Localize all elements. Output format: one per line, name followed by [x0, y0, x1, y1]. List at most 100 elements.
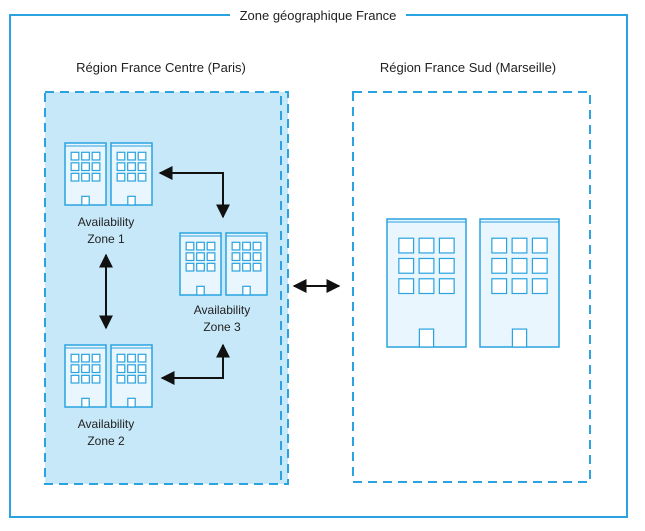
- window-icon: [91, 364, 101, 374]
- window-icon: [242, 252, 251, 262]
- window-icon: [231, 241, 241, 251]
- window-icon: [81, 162, 90, 172]
- window-icon: [81, 374, 90, 384]
- region-central-title: Région France Centre (Paris): [76, 60, 246, 75]
- geo-zone-title: Zone géographique France: [240, 8, 397, 23]
- window-icon: [127, 353, 136, 363]
- window-icon: [127, 172, 136, 182]
- window-icon: [196, 252, 205, 262]
- door-icon: [81, 397, 90, 408]
- window-icon: [70, 374, 80, 384]
- window-icon: [91, 374, 101, 384]
- window-icon: [438, 278, 455, 295]
- region-south-title: Région France Sud (Marseille): [380, 60, 556, 75]
- window-icon: [127, 151, 136, 161]
- window-icon: [116, 353, 126, 363]
- window-icon: [196, 262, 205, 272]
- window-icon: [231, 252, 241, 262]
- window-icon: [242, 241, 251, 251]
- window-icon: [252, 262, 262, 272]
- window-icon: [511, 237, 528, 254]
- window-icon: [242, 262, 251, 272]
- zone-1-building-2-icon: [110, 142, 153, 206]
- zone-1-label-line2: Zone 1: [87, 232, 125, 246]
- zone-2-label-line2: Zone 2: [87, 434, 125, 448]
- zone-3-label-line1: Availability: [194, 303, 250, 317]
- zone-3-building-2-icon: [225, 232, 268, 296]
- window-icon: [398, 257, 415, 274]
- window-icon: [418, 257, 435, 274]
- zone-2-label-line1: Availability: [78, 417, 134, 431]
- window-icon: [511, 257, 528, 274]
- window-icon: [81, 151, 90, 161]
- window-icon: [137, 353, 147, 363]
- window-icon: [81, 353, 90, 363]
- door-icon: [418, 328, 435, 348]
- window-icon: [231, 262, 241, 272]
- window-icon: [531, 237, 548, 254]
- window-icon: [137, 172, 147, 182]
- window-icon: [91, 353, 101, 363]
- window-icon: [91, 151, 101, 161]
- window-icon: [206, 241, 216, 251]
- window-icon: [81, 364, 90, 374]
- door-icon: [196, 285, 205, 296]
- window-icon: [137, 162, 147, 172]
- zone-2-building-2-icon: [110, 344, 153, 408]
- window-icon: [70, 162, 80, 172]
- window-icon: [70, 353, 80, 363]
- window-icon: [185, 262, 195, 272]
- window-icon: [531, 278, 548, 295]
- south-building-1-icon: [386, 218, 467, 348]
- zone-3-building-1-icon: [179, 232, 222, 296]
- window-icon: [70, 364, 80, 374]
- window-icon: [137, 374, 147, 384]
- window-icon: [491, 257, 508, 274]
- window-icon: [70, 172, 80, 182]
- window-icon: [127, 374, 136, 384]
- window-icon: [116, 162, 126, 172]
- door-icon: [511, 328, 528, 348]
- window-icon: [127, 162, 136, 172]
- window-icon: [206, 262, 216, 272]
- window-icon: [206, 252, 216, 262]
- window-icon: [91, 162, 101, 172]
- window-icon: [185, 252, 195, 262]
- window-icon: [418, 237, 435, 254]
- door-icon: [127, 397, 136, 408]
- window-icon: [418, 278, 435, 295]
- door-icon: [81, 195, 90, 206]
- south-building-2-icon: [479, 218, 560, 348]
- window-icon: [438, 237, 455, 254]
- window-icon: [116, 364, 126, 374]
- window-icon: [531, 257, 548, 274]
- window-icon: [116, 172, 126, 182]
- window-icon: [185, 241, 195, 251]
- door-icon: [127, 195, 136, 206]
- door-icon: [242, 285, 251, 296]
- window-icon: [196, 241, 205, 251]
- window-icon: [137, 151, 147, 161]
- arrow-zone3-to-zone2: [160, 343, 230, 385]
- window-icon: [398, 237, 415, 254]
- zone-3-label-line2: Zone 3: [203, 320, 241, 334]
- window-icon: [252, 252, 262, 262]
- zone-2-building-1-icon: [64, 344, 107, 408]
- window-icon: [438, 257, 455, 274]
- window-icon: [127, 364, 136, 374]
- window-icon: [116, 151, 126, 161]
- window-icon: [252, 241, 262, 251]
- window-icon: [398, 278, 415, 295]
- window-icon: [491, 278, 508, 295]
- window-icon: [137, 364, 147, 374]
- zone-1-building-1-icon: [64, 142, 107, 206]
- zone-1-label-line1: Availability: [78, 215, 134, 229]
- window-icon: [511, 278, 528, 295]
- window-icon: [70, 151, 80, 161]
- arrow-zone1-to-zone3: [158, 166, 230, 219]
- window-icon: [491, 237, 508, 254]
- window-icon: [81, 172, 90, 182]
- window-icon: [91, 172, 101, 182]
- window-icon: [116, 374, 126, 384]
